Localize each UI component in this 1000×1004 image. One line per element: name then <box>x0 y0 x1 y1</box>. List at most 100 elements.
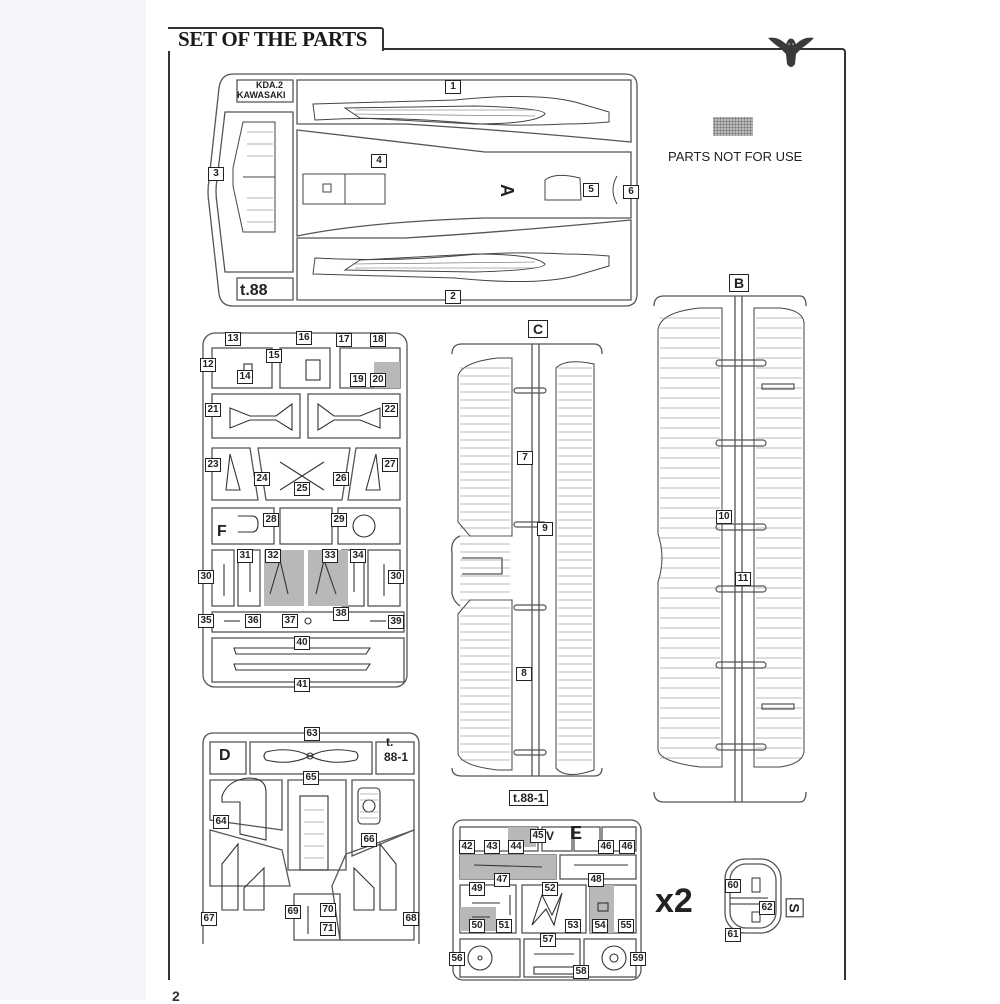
part-number: 57 <box>540 933 556 947</box>
sprue-d-letter: D <box>219 747 231 764</box>
part-number: 1 <box>445 80 461 94</box>
part-number: 44 <box>508 840 524 854</box>
part-number: 25 <box>294 482 310 496</box>
part-number: 21 <box>205 403 221 417</box>
part-number: 63 <box>304 727 320 741</box>
part-number: 34 <box>350 549 366 563</box>
part-number: 67 <box>201 912 217 926</box>
unused-parts-swatch <box>713 117 753 136</box>
part-number: 30 <box>388 570 404 584</box>
part-number: 55 <box>618 919 634 933</box>
part-number: 10 <box>716 510 732 524</box>
part-number: 5 <box>583 183 599 197</box>
sprue-f-letter: F <box>217 523 227 540</box>
sprue-s-frame <box>724 858 782 934</box>
part-number: 11 <box>735 572 751 586</box>
part-number: 56 <box>449 952 465 966</box>
part-number: 66 <box>361 833 377 847</box>
page-margin <box>0 0 146 1000</box>
page-title: SET OF THE PARTS <box>178 27 368 51</box>
part-number: 50 <box>469 919 485 933</box>
part-number: 58 <box>573 965 589 979</box>
part-number: 65 <box>303 771 319 785</box>
part-number: 46 <box>619 840 635 854</box>
part-number: 45 <box>530 829 546 843</box>
sprue-s-letter: S <box>785 898 804 918</box>
part-number: 49 <box>469 882 485 896</box>
part-number: 28 <box>263 513 279 527</box>
part-number: 64 <box>213 815 229 829</box>
part-number: 42 <box>459 840 475 854</box>
part-number: 27 <box>382 458 398 472</box>
part-number: 9 <box>537 522 553 536</box>
part-number: 59 <box>630 952 646 966</box>
part-number: 54 <box>592 919 608 933</box>
part-number: 69 <box>285 905 301 919</box>
sprue-a-code: t.88 <box>240 282 268 299</box>
sprue-a-letter: A <box>497 184 517 197</box>
sprue-d-code-line1: t. <box>386 735 394 749</box>
part-number: 60 <box>725 879 741 893</box>
part-number: 26 <box>333 472 349 486</box>
part-number: 17 <box>336 333 352 347</box>
part-number: 13 <box>225 332 241 346</box>
part-number: 33 <box>322 549 338 563</box>
part-number: 4 <box>371 154 387 168</box>
part-number: 2 <box>445 290 461 304</box>
part-number: 52 <box>542 882 558 896</box>
owl-logo-icon <box>768 37 814 67</box>
part-number: 31 <box>237 549 253 563</box>
part-number: 47 <box>494 873 510 887</box>
part-number: 43 <box>484 840 500 854</box>
sprue-e-letter: E <box>570 823 583 843</box>
sprue-a-brand-line1: KDA.2 <box>255 80 283 90</box>
part-number: 46 <box>598 840 614 854</box>
sprue-b-letter: B <box>729 274 750 292</box>
part-number: 53 <box>565 919 581 933</box>
part-number: 22 <box>382 403 398 417</box>
part-number: 18 <box>370 333 386 347</box>
part-number: 41 <box>294 678 310 692</box>
part-number: 19 <box>350 373 366 387</box>
part-number: 32 <box>265 549 281 563</box>
legend-label: PARTS NOT FOR USE <box>668 149 803 164</box>
part-number: 24 <box>254 472 270 486</box>
part-number: 15 <box>266 349 282 363</box>
part-number: 14 <box>237 370 253 384</box>
part-number: 3 <box>208 167 224 181</box>
part-number: 70 <box>320 903 336 917</box>
part-number: 6 <box>623 185 639 199</box>
sprue-d-frame <box>202 732 420 944</box>
sprue-c-code: t.88-1 <box>509 790 549 806</box>
part-number: 8 <box>516 667 532 681</box>
quantity-label: x2 <box>655 882 693 920</box>
part-number: 68 <box>403 912 419 926</box>
part-number: 38 <box>333 607 349 621</box>
page-frame <box>168 48 846 980</box>
sprue-a-frame <box>207 73 638 307</box>
part-number: 62 <box>759 901 775 915</box>
part-number: 51 <box>496 919 512 933</box>
sprue-a-brand-line2: KAWASAKI <box>237 90 286 100</box>
sprue-e-v-mark: V <box>546 829 555 843</box>
sprue-c-letter: C <box>528 320 549 338</box>
part-number: 61 <box>725 928 741 942</box>
part-number: 7 <box>517 451 533 465</box>
part-number: 37 <box>282 614 298 628</box>
sprue-c-frame <box>451 343 603 777</box>
part-number: 36 <box>245 614 261 628</box>
sprue-d-code-line2: 88-1 <box>384 750 409 764</box>
part-number: 16 <box>296 331 312 345</box>
part-number: 30 <box>198 570 214 584</box>
part-number: 12 <box>200 358 216 372</box>
part-number: 48 <box>588 873 604 887</box>
part-number: 35 <box>198 614 214 628</box>
part-number: 40 <box>294 636 310 650</box>
part-number: 20 <box>370 373 386 387</box>
title-tab <box>168 27 384 51</box>
sprue-b-frame <box>653 295 807 803</box>
part-number: 39 <box>388 615 404 629</box>
page-number: 2 <box>172 988 180 1004</box>
part-number: 71 <box>320 922 336 936</box>
part-number: 23 <box>205 458 221 472</box>
